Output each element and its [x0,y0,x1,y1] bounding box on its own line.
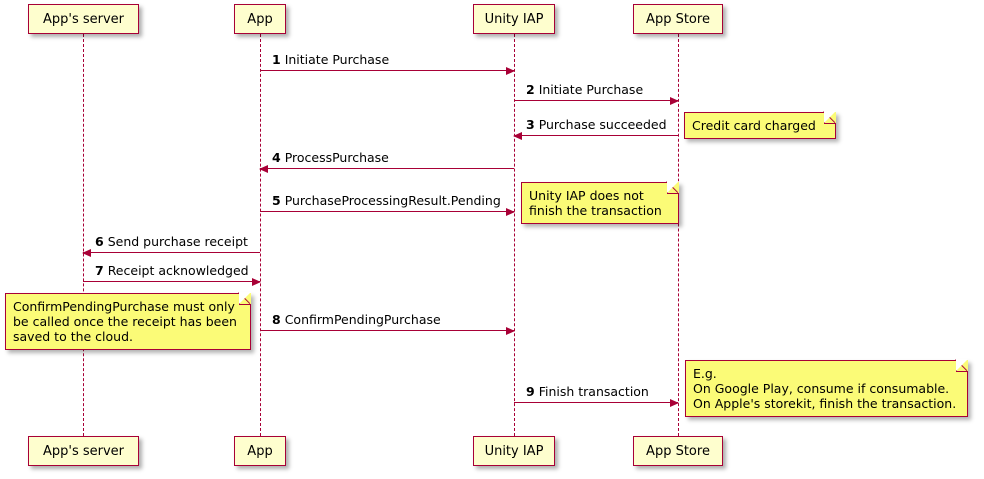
note-text: Credit card charged [692,118,816,133]
note-fold-corner-icon [824,111,836,124]
message-text: PurchaseProcessingResult.Pending [284,193,501,208]
participant-server-bottom[interactable]: App's server [28,436,139,466]
participant-appstore-bottom[interactable]: App Store [633,436,723,466]
message-label-6: 6 Send purchase receipt [95,234,248,249]
message-arrow-1[interactable] [260,66,515,75]
participant-label: App Store [646,443,710,459]
message-arrow-4[interactable] [259,164,514,173]
message-number: 9 [526,384,535,399]
participant-unityiap-bottom[interactable]: Unity IAP [473,436,555,466]
lifeline-app [260,34,261,436]
arrowhead-icon [506,66,515,75]
note-finish-transaction-examples: E.g. On Google Play, consume if consumab… [685,359,968,417]
note-text: E.g. On Google Play, consume if consumab… [693,366,957,411]
message-label-3: 3 Purchase succeeded [526,117,667,132]
message-text: ConfirmPendingPurchase [284,312,441,327]
participant-label: App's server [42,443,125,459]
message-arrow-7[interactable] [83,277,261,286]
arrowhead-icon [670,398,679,407]
arrowhead-icon [82,248,91,257]
participant-app-bottom[interactable]: App [234,436,286,466]
message-text: Receipt acknowledged [107,263,249,278]
participant-app-top[interactable]: App [234,4,286,34]
message-arrow-2[interactable] [514,96,679,105]
message-number: 8 [272,312,281,327]
note-text: Unity IAP does not finish the transactio… [529,188,662,218]
message-text: Send purchase receipt [107,234,248,249]
participant-label: App [247,11,273,27]
arrowhead-icon [670,96,679,105]
arrowhead-icon [506,207,515,216]
lifeline-unityiap [514,34,515,436]
arrowhead-icon [506,326,515,335]
participant-label: App Store [646,11,710,27]
participant-label: Unity IAP [484,11,544,27]
message-label-5: 5 PurchaseProcessingResult.Pending [272,193,501,208]
message-label-2: 2 Initiate Purchase [526,82,644,97]
message-arrow-9[interactable] [514,398,679,407]
message-number: 1 [272,52,281,67]
note-fold-corner-icon [667,181,679,194]
message-label-4: 4 ProcessPurchase [272,150,389,165]
message-label-9: 9 Finish transaction [526,384,649,399]
message-arrow-3[interactable] [513,131,678,140]
participant-appstore-top[interactable]: App Store [633,4,723,34]
message-text: Initiate Purchase [538,82,644,97]
message-number: 2 [526,82,535,97]
note-credit-card-charged: Credit card charged [684,111,836,139]
note-confirm-pending-purchase-warning: ConfirmPendingPurchase must only be call… [5,292,251,350]
message-number: 6 [95,234,104,249]
message-label-1: 1 Initiate Purchase [272,52,390,67]
message-arrow-8[interactable] [260,326,515,335]
message-text: ProcessPurchase [284,150,389,165]
message-arrow-5[interactable] [260,207,515,216]
message-number: 4 [272,150,281,165]
note-unity-iap-pending: Unity IAP does not finish the transactio… [521,181,679,224]
participant-label: Unity IAP [484,443,544,459]
message-label-7: 7 Receipt acknowledged [95,263,249,278]
note-fold-corner-icon [956,359,968,372]
arrowhead-icon [252,277,261,286]
message-number: 3 [526,117,535,132]
message-label-8: 8 ConfirmPendingPurchase [272,312,441,327]
message-text: Purchase succeeded [538,117,667,132]
arrowhead-icon [259,164,268,173]
message-arrow-6[interactable] [82,248,260,257]
lifeline-server [83,34,84,436]
note-fold-corner-icon [239,292,251,305]
participant-server-top[interactable]: App's server [28,4,139,34]
message-number: 7 [95,263,104,278]
message-number: 5 [272,193,281,208]
participant-unityiap-top[interactable]: Unity IAP [473,4,555,34]
message-text: Finish transaction [538,384,649,399]
note-text: ConfirmPendingPurchase must only be call… [13,299,237,344]
arrowhead-icon [513,131,522,140]
lifeline-appstore [678,34,679,436]
participant-label: App [247,443,273,459]
message-text: Initiate Purchase [284,52,390,67]
participant-label: App's server [42,11,125,27]
